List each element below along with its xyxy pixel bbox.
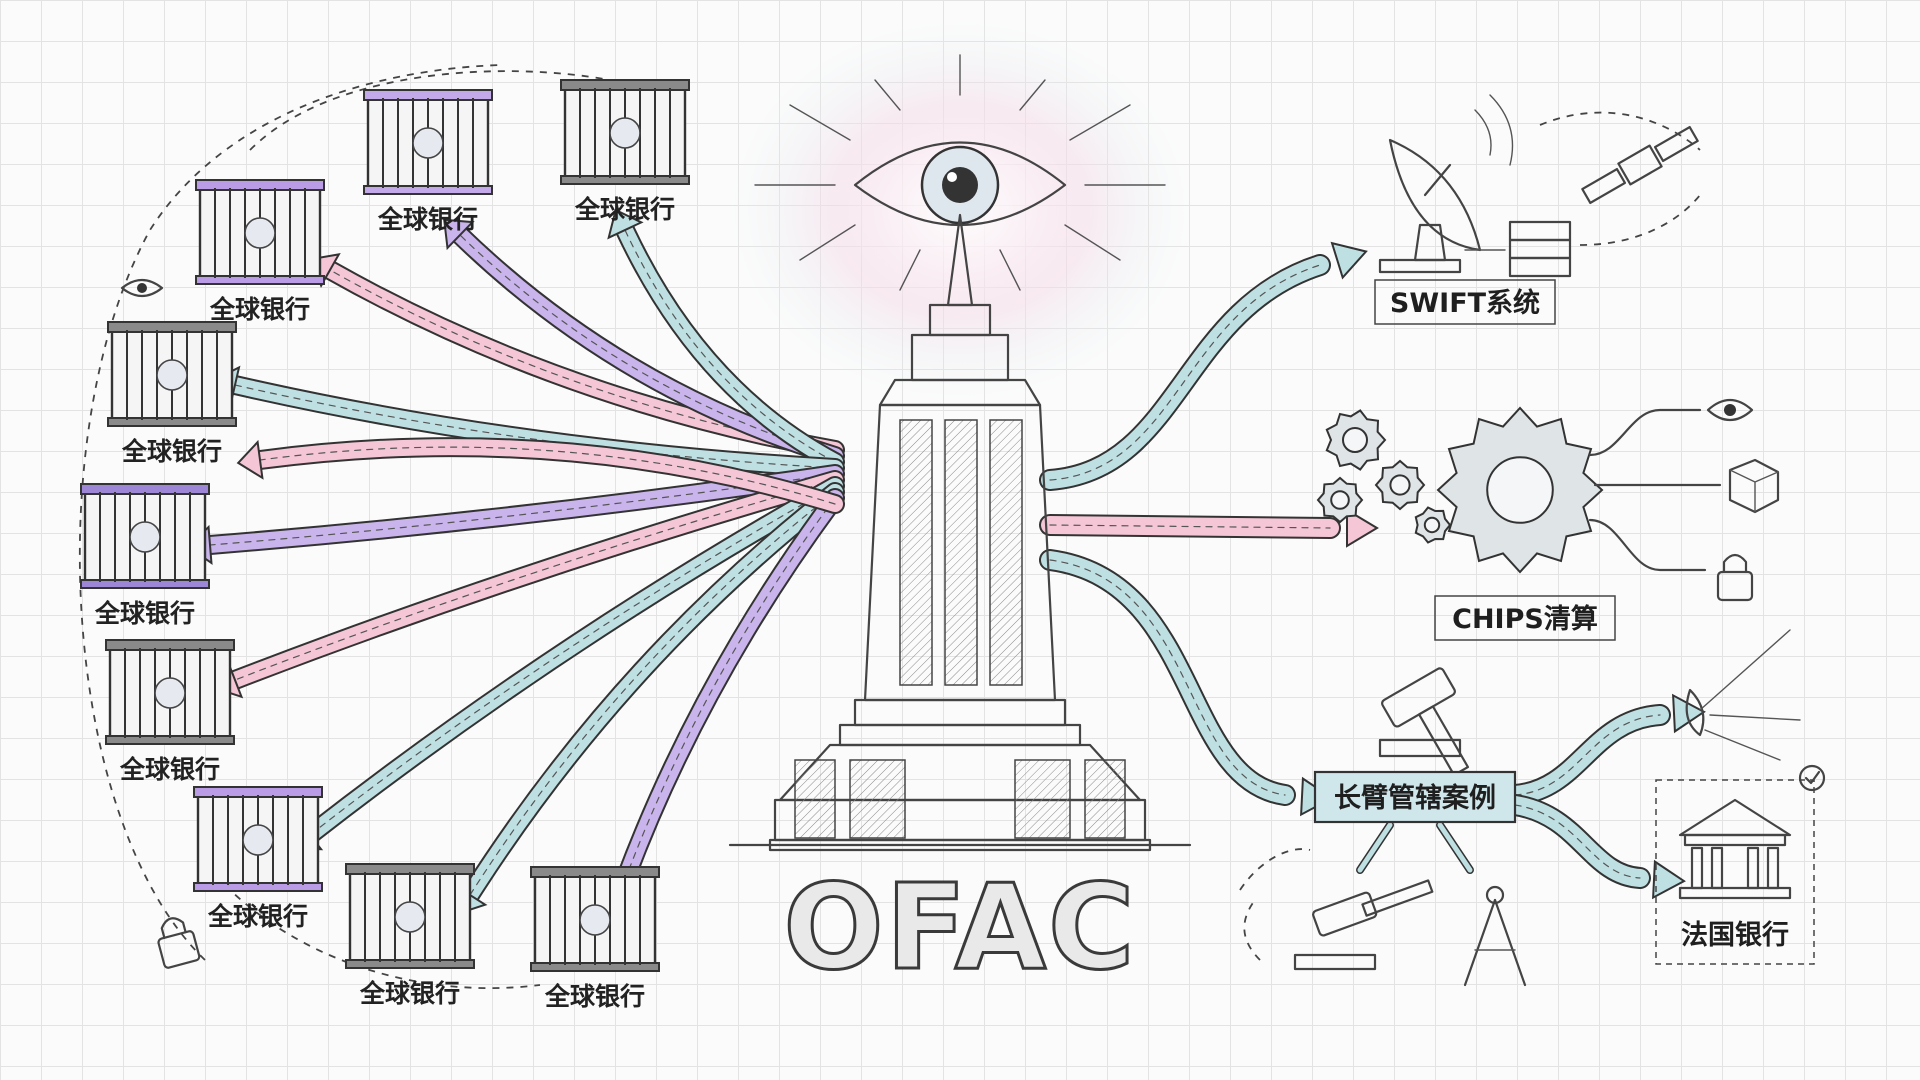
bank-label-7: 全球银行 [207,902,308,931]
chips-branch-bot [1588,518,1707,572]
tower-window-left [899,419,933,686]
eye-rays [754,54,1166,291]
radar-icon [1685,629,1801,761]
satellite-dish-icon [1378,94,1514,274]
bank-label-8: 全球银行 [359,979,460,1008]
bank-cage-4: 全球银行 [107,321,237,466]
tower-window-center [944,419,978,686]
tower-ledge-2 [838,723,1082,747]
bank-cage-8: 全球银行 [345,863,475,1008]
gear-small-1-icon [1325,409,1387,471]
dashed-loop-bottom [224,884,541,989]
gavel-base [1378,738,1462,758]
bank-building-icon [1678,798,1792,900]
gavel-icon-2 [1312,879,1434,937]
eye-icon [853,141,1067,227]
bank-label-6: 全球银行 [119,755,220,784]
system-arrow-4 [1504,693,1706,806]
system-arrow-5 [1504,794,1686,900]
swift-system: SWIFT系统 [1374,94,1701,325]
dashed-loop-top [249,70,611,151]
gavel-base-2 [1293,953,1377,971]
case-label: 长臂管辖案例 [1334,782,1496,814]
case-dash-2 [1243,899,1261,961]
chips-label: CHIPS清算 [1452,603,1598,635]
page-title: OFAC [783,858,1136,996]
tower-ledge-1 [853,698,1067,727]
system-arrow-1 [1039,241,1368,491]
swift-link [1539,111,1701,151]
bank-cage-9: 全球银行 [530,866,660,1011]
gear-small-2-icon [1374,459,1426,511]
bank-label-5: 全球银行 [94,599,195,628]
swift-label: SWIFT系统 [1390,287,1540,319]
flow-arrow-3 [607,208,845,472]
eye-small-icon [1706,398,1754,422]
case-label-box [1313,770,1517,824]
compass-icon [1463,885,1527,987]
dashed-loop [78,64,501,961]
satellite-icon [1581,125,1699,205]
bank-cage-7: 全球银行 [193,786,323,931]
eye-highlight [947,172,957,182]
gear-small-4-icon [1316,476,1364,524]
case-system: 长臂管辖案例 [1239,629,1826,987]
chips-label-box [1434,595,1616,641]
bank-cage-5: 全球银行 [80,483,210,628]
flow-arrow-10 [236,437,845,514]
bank-label-1: 全球银行 [377,205,478,234]
gear-large-icon [1436,406,1604,574]
bank-label-9: 全球银行 [544,982,645,1011]
case-down-arrow-2 [1436,821,1474,874]
bank-label-2: 全球银行 [574,195,675,224]
bank-label-4: 全球银行 [121,437,222,466]
gear-group [1316,406,1604,574]
case-down-arrow-1 [1356,821,1394,874]
bank-cage-6: 全球银行 [105,639,235,784]
swift-label-box [1374,279,1556,325]
lock-left-icon [157,917,201,969]
tower-doors [794,759,1126,839]
bank-cage-1: 全球银行 [363,89,493,234]
french-bank-frame [1655,779,1815,965]
bank-cage-3: 全球银行 [195,179,325,324]
tower-window-right [989,419,1023,686]
check-icon [1798,764,1826,792]
server-icon [1508,220,1572,278]
chips-system: CHIPS清算 [1316,398,1780,641]
case-dash-1 [1239,848,1311,891]
eye-small-left-icon [120,278,164,298]
flow-arrow-7 [291,476,845,851]
lock-icon [1716,553,1754,602]
chips-branch-top [1588,408,1702,457]
cube-icon [1728,458,1780,514]
swift-link-2 [1579,194,1701,246]
eye-pupil [942,167,978,203]
system-arrow-2 [1039,508,1379,548]
french-bank-label: 法国银行 [1681,919,1789,951]
bank-label-3: 全球银行 [209,295,310,324]
gear-small-3-icon [1414,506,1452,544]
bank-cage-2: 全球银行 [560,79,690,224]
gavel-icon [1381,667,1470,777]
ofac-tower [728,54,1192,852]
bank-group: 全球银行全球银行全球银行全球银行全球银行全球银行全球银行全球银行全球银行 [80,79,690,1011]
